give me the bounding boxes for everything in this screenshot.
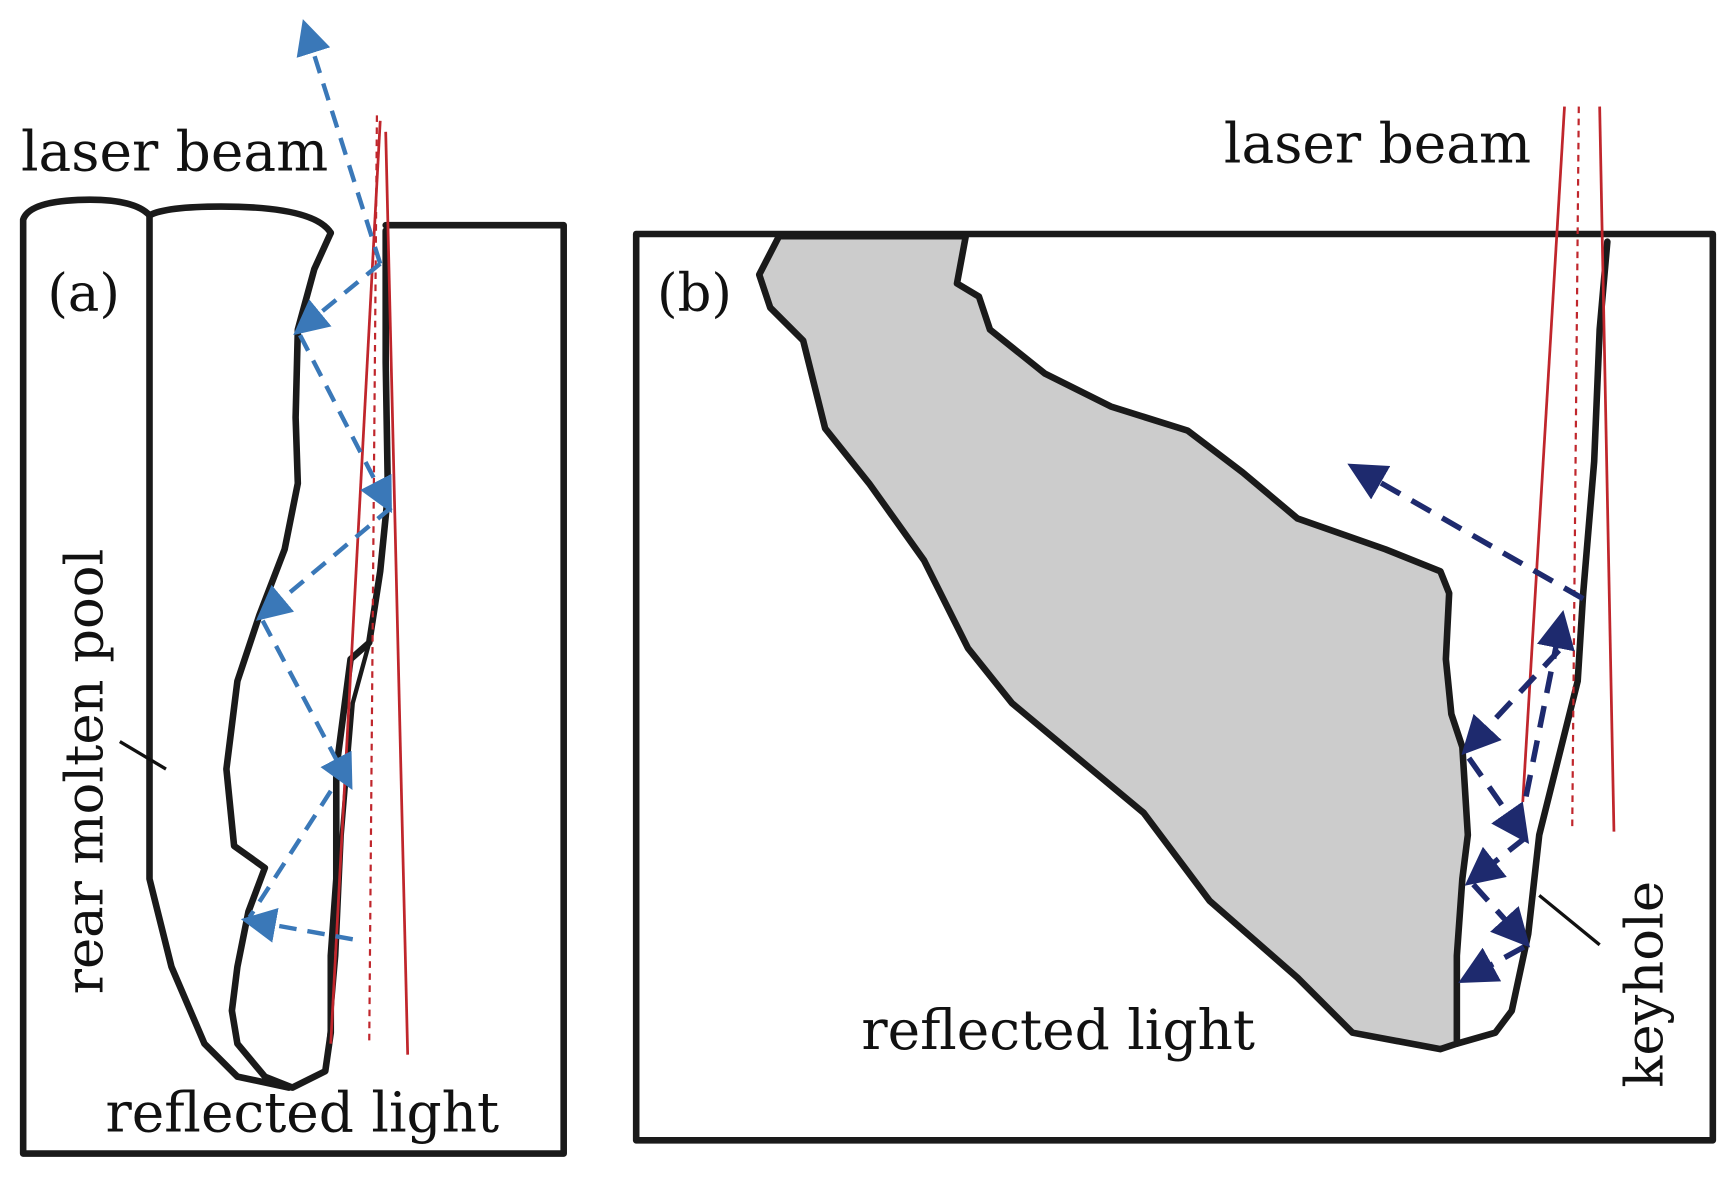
laser-beam-label-b: laser beam: [1224, 112, 1531, 176]
panel-b-tag: (b): [657, 263, 732, 324]
laser-beam-left-edge-b: [1521, 106, 1566, 803]
panel-b: (b) laser beam keyhole reflected light: [632, 106, 1717, 1144]
reflected-light-rays-a: [240, 19, 393, 943]
laser-beam-axis-b: [1571, 106, 1580, 832]
laser-beam-right-edge-b: [1598, 106, 1616, 832]
reflected-light-label-a: reflected light: [106, 1081, 500, 1145]
laser-beam-label-a: laser beam: [21, 119, 328, 183]
pool-pointer-arrow: [119, 740, 167, 771]
laser-beam-axis-a: [368, 115, 379, 1044]
rear-molten-pool-label: rear molten pool: [54, 549, 115, 995]
laser-beam-left-edge-a: [329, 120, 382, 1044]
keyhole-outline-a: [223, 227, 392, 1091]
rear-molten-pool-outline: [146, 212, 293, 1091]
panel-a-tag: (a): [47, 263, 120, 324]
laser-beam-right-edge-a: [384, 131, 410, 1055]
workpiece-outline-b: [632, 230, 1717, 1144]
keyhole-front-wall-b: [1453, 238, 1611, 1047]
molten-pool-region: [755, 232, 1472, 1053]
reflected-light-label-b: reflected light: [861, 998, 1255, 1062]
reflected-light-rays-b: [1347, 463, 1585, 984]
keyhole-label: keyhole: [1614, 881, 1675, 1088]
keyhole-pointer-arrow: [1538, 894, 1601, 947]
panel-a: (a) laser beam rear molten pool reflecte…: [19, 19, 567, 1157]
